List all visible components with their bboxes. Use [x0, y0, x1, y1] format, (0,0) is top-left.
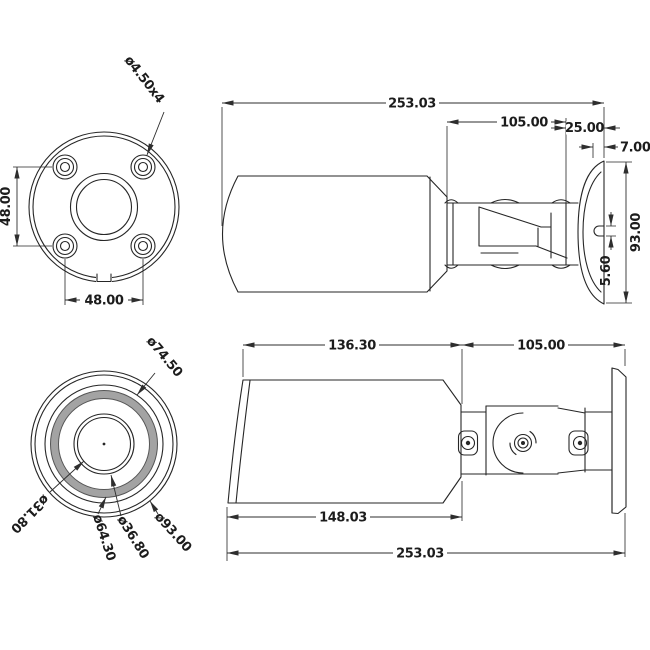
label-shade-inner-diameter: ø74.50 [143, 334, 185, 380]
pivot-screw [513, 433, 533, 453]
dim-hole-spacing-vertical: 48.00 [0, 187, 14, 226]
dim-base-rear-depth: 25.00 [565, 121, 604, 136]
side-view-bottom: 136.30 105.00 148.03 253.03 [226, 338, 627, 562]
dim-overall-length-top: 253.03 [388, 97, 436, 112]
dim-overall-length-bottom: 253.03 [396, 547, 444, 562]
screw-holes [52, 154, 156, 259]
bracket-screw-right [572, 435, 588, 451]
bracket-arm-bottom [457, 405, 613, 476]
camera-body-bottom [227, 379, 462, 504]
lens-center-mark [102, 442, 106, 446]
dim-bracket-length-top: 105.00 [500, 116, 548, 131]
dim-body-with-shade-length: 148.03 [319, 511, 367, 526]
mount-base-top [577, 160, 605, 305]
bracket-screw-left [460, 435, 476, 451]
plate-cable-notch [96, 273, 112, 283]
dim-base-lip-depth: 7.00 [620, 141, 650, 156]
dim-cable-slot-width: 5.60 [599, 255, 614, 286]
dim-hole-spacing-horizontal: 48.00 [84, 294, 123, 309]
base-cable-slot [593, 225, 605, 237]
bracket-arm-top [444, 198, 579, 270]
label-lens-bezel-diameter: ø36.80 [114, 513, 152, 562]
dim-bracket-length-bottom: 105.00 [517, 339, 565, 354]
callout-screw-holes: ø4.50x4 [121, 53, 167, 106]
label-outer-diameter: ø93.00 [151, 510, 194, 556]
mount-base-bottom [611, 367, 627, 515]
label-lens-diameter: ø31.80 [7, 491, 52, 536]
dim-base-height: 93.00 [629, 213, 644, 252]
front-lens-view: ø74.50 ø31.80 ø64.30 ø36.80 ø93.00 [7, 334, 194, 563]
back-plate-view: 48.00 48.00 ø4.50x4 [0, 53, 180, 309]
pivot-housing-arc [492, 412, 524, 474]
side-view-top: 253.03 105.00 25.00 7.00 93.00 5.60 [221, 96, 650, 305]
camera-body-top [221, 175, 448, 293]
ir-led-ring [50, 390, 158, 498]
dim-body-length-bottom: 136.30 [328, 339, 376, 354]
